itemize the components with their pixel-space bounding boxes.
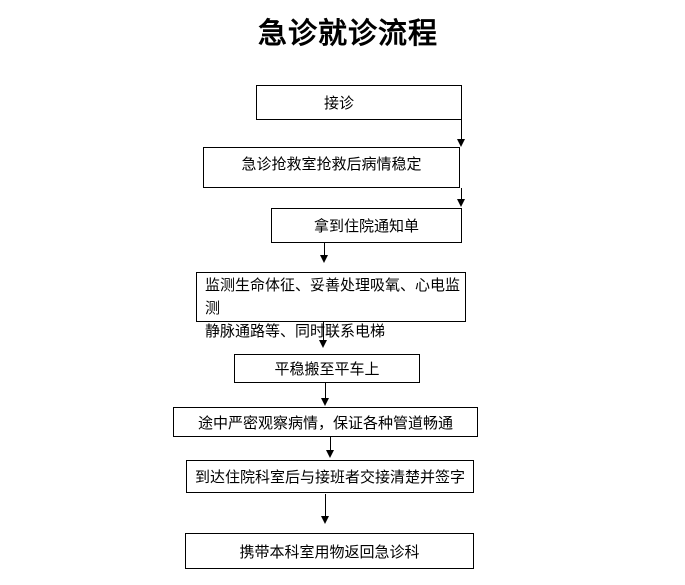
flow-step-admission-notice: 拿到住院通知单 xyxy=(271,208,462,243)
arrowhead-icon xyxy=(319,340,327,348)
arrowhead-icon xyxy=(321,398,329,406)
flow-step-label: 接诊 xyxy=(323,96,354,112)
arrow-line xyxy=(325,494,326,516)
arrow-line xyxy=(325,382,326,398)
arrow-line xyxy=(461,188,462,199)
flow-step-reception: 接诊 xyxy=(256,85,462,120)
page-title: 急诊就诊流程 xyxy=(258,18,439,50)
arrowhead-icon xyxy=(457,199,465,207)
flow-step-label: 到达住院科室后与接班者交接清楚并签字 xyxy=(194,470,465,486)
arrowhead-icon xyxy=(326,450,334,458)
flow-connector-6 xyxy=(326,436,335,458)
flow-step-label: 平稳搬至平车上 xyxy=(274,362,380,378)
flow-step-label: 拿到住院通知单 xyxy=(313,219,419,235)
flow-step-stabilized-after-rescue: 急诊抢救室抢救后病情稳定 xyxy=(203,147,460,188)
flow-connector-3 xyxy=(320,242,329,263)
arrowhead-icon xyxy=(320,255,328,263)
flow-step-observe-en-route: 途中严密观察病情，保证各种管道畅通 xyxy=(173,407,478,437)
arrow-line xyxy=(461,120,462,139)
flow-connector-4 xyxy=(319,322,328,348)
flow-connector-7 xyxy=(321,494,330,524)
flow-step-handover-sign: 到达住院科室后与接班者交接清楚并签字 xyxy=(186,460,474,493)
flow-step-label: 携带本科室用物返回急诊科 xyxy=(239,544,420,561)
flow-step-label: 监测生命体征、妥善处理吸氧、心电监测 静脉通路等、同时联系电梯 xyxy=(205,278,461,340)
flow-connector-5 xyxy=(321,382,330,406)
arrowhead-icon xyxy=(457,139,465,147)
arrowhead-icon xyxy=(321,516,329,524)
arrow-line xyxy=(330,436,331,450)
flow-step-monitor-vitals: 监测生命体征、妥善处理吸氧、心电监测 静脉通路等、同时联系电梯 xyxy=(196,272,466,340)
flow-step-return-with-supplies: 携带本科室用物返回急诊科 xyxy=(185,533,474,569)
flow-connector-1 xyxy=(457,120,466,147)
flow-connector-2 xyxy=(457,188,466,207)
arrow-line xyxy=(324,242,325,255)
flow-step-transfer-to-stretcher: 平稳搬至平车上 xyxy=(234,354,420,383)
arrow-line xyxy=(323,322,324,340)
flow-step-label: 急诊抢救室抢救后病情稳定 xyxy=(241,157,422,173)
flow-step-label: 途中严密观察病情，保证各种管道畅通 xyxy=(197,415,453,432)
